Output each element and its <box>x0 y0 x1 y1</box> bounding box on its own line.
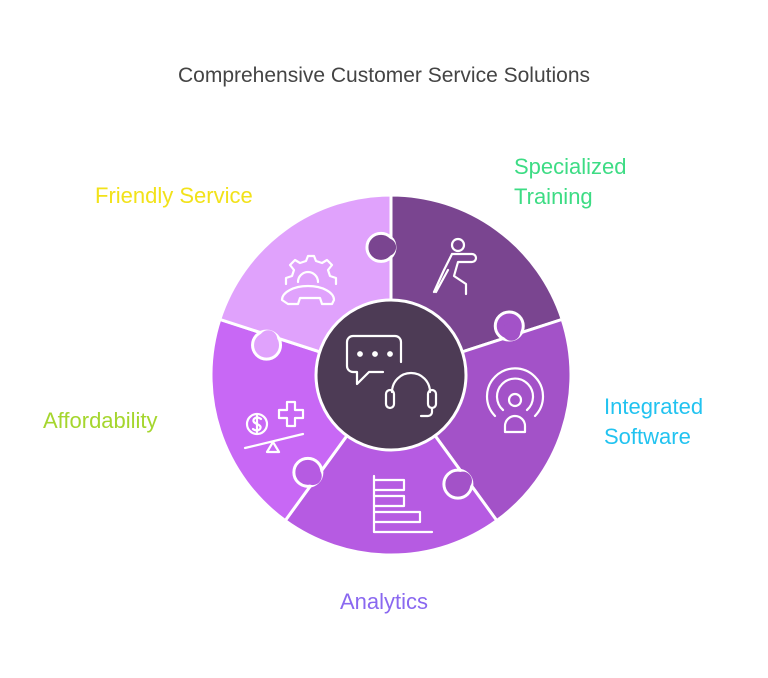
label-analytics: Analytics <box>340 589 429 614</box>
puzzle-tab-fill <box>378 238 397 257</box>
puzzle-tab-fill <box>502 322 521 341</box>
gear-phone-icon <box>280 254 338 306</box>
label-line: Software <box>604 424 691 449</box>
running-person-icon <box>432 237 478 296</box>
label-integrated-software: Integrated Software <box>604 392 703 452</box>
segment-bar-chart <box>283 372 499 557</box>
broadcast-person-icon <box>485 367 545 434</box>
puzzle-tab-fill <box>259 330 278 349</box>
label-specialized-training: Specialized Training <box>514 152 627 212</box>
label-line: Integrated <box>604 394 704 419</box>
label-friendly-service: Friendly Service <box>95 183 253 208</box>
chat-headset-icon <box>345 334 438 418</box>
puzzle-tab-fill <box>453 471 472 490</box>
diagram-title: Comprehensive Customer Service Solutions <box>177 64 590 87</box>
puzzle-tab-fill <box>303 467 322 486</box>
label-affordability: Affordability <box>43 408 158 433</box>
label-line: Specialized <box>514 154 627 179</box>
center-hub <box>314 298 468 452</box>
label-line: Training <box>514 184 593 209</box>
bar-chart-icon <box>372 474 434 534</box>
balance-money-health-icon <box>243 400 305 454</box>
